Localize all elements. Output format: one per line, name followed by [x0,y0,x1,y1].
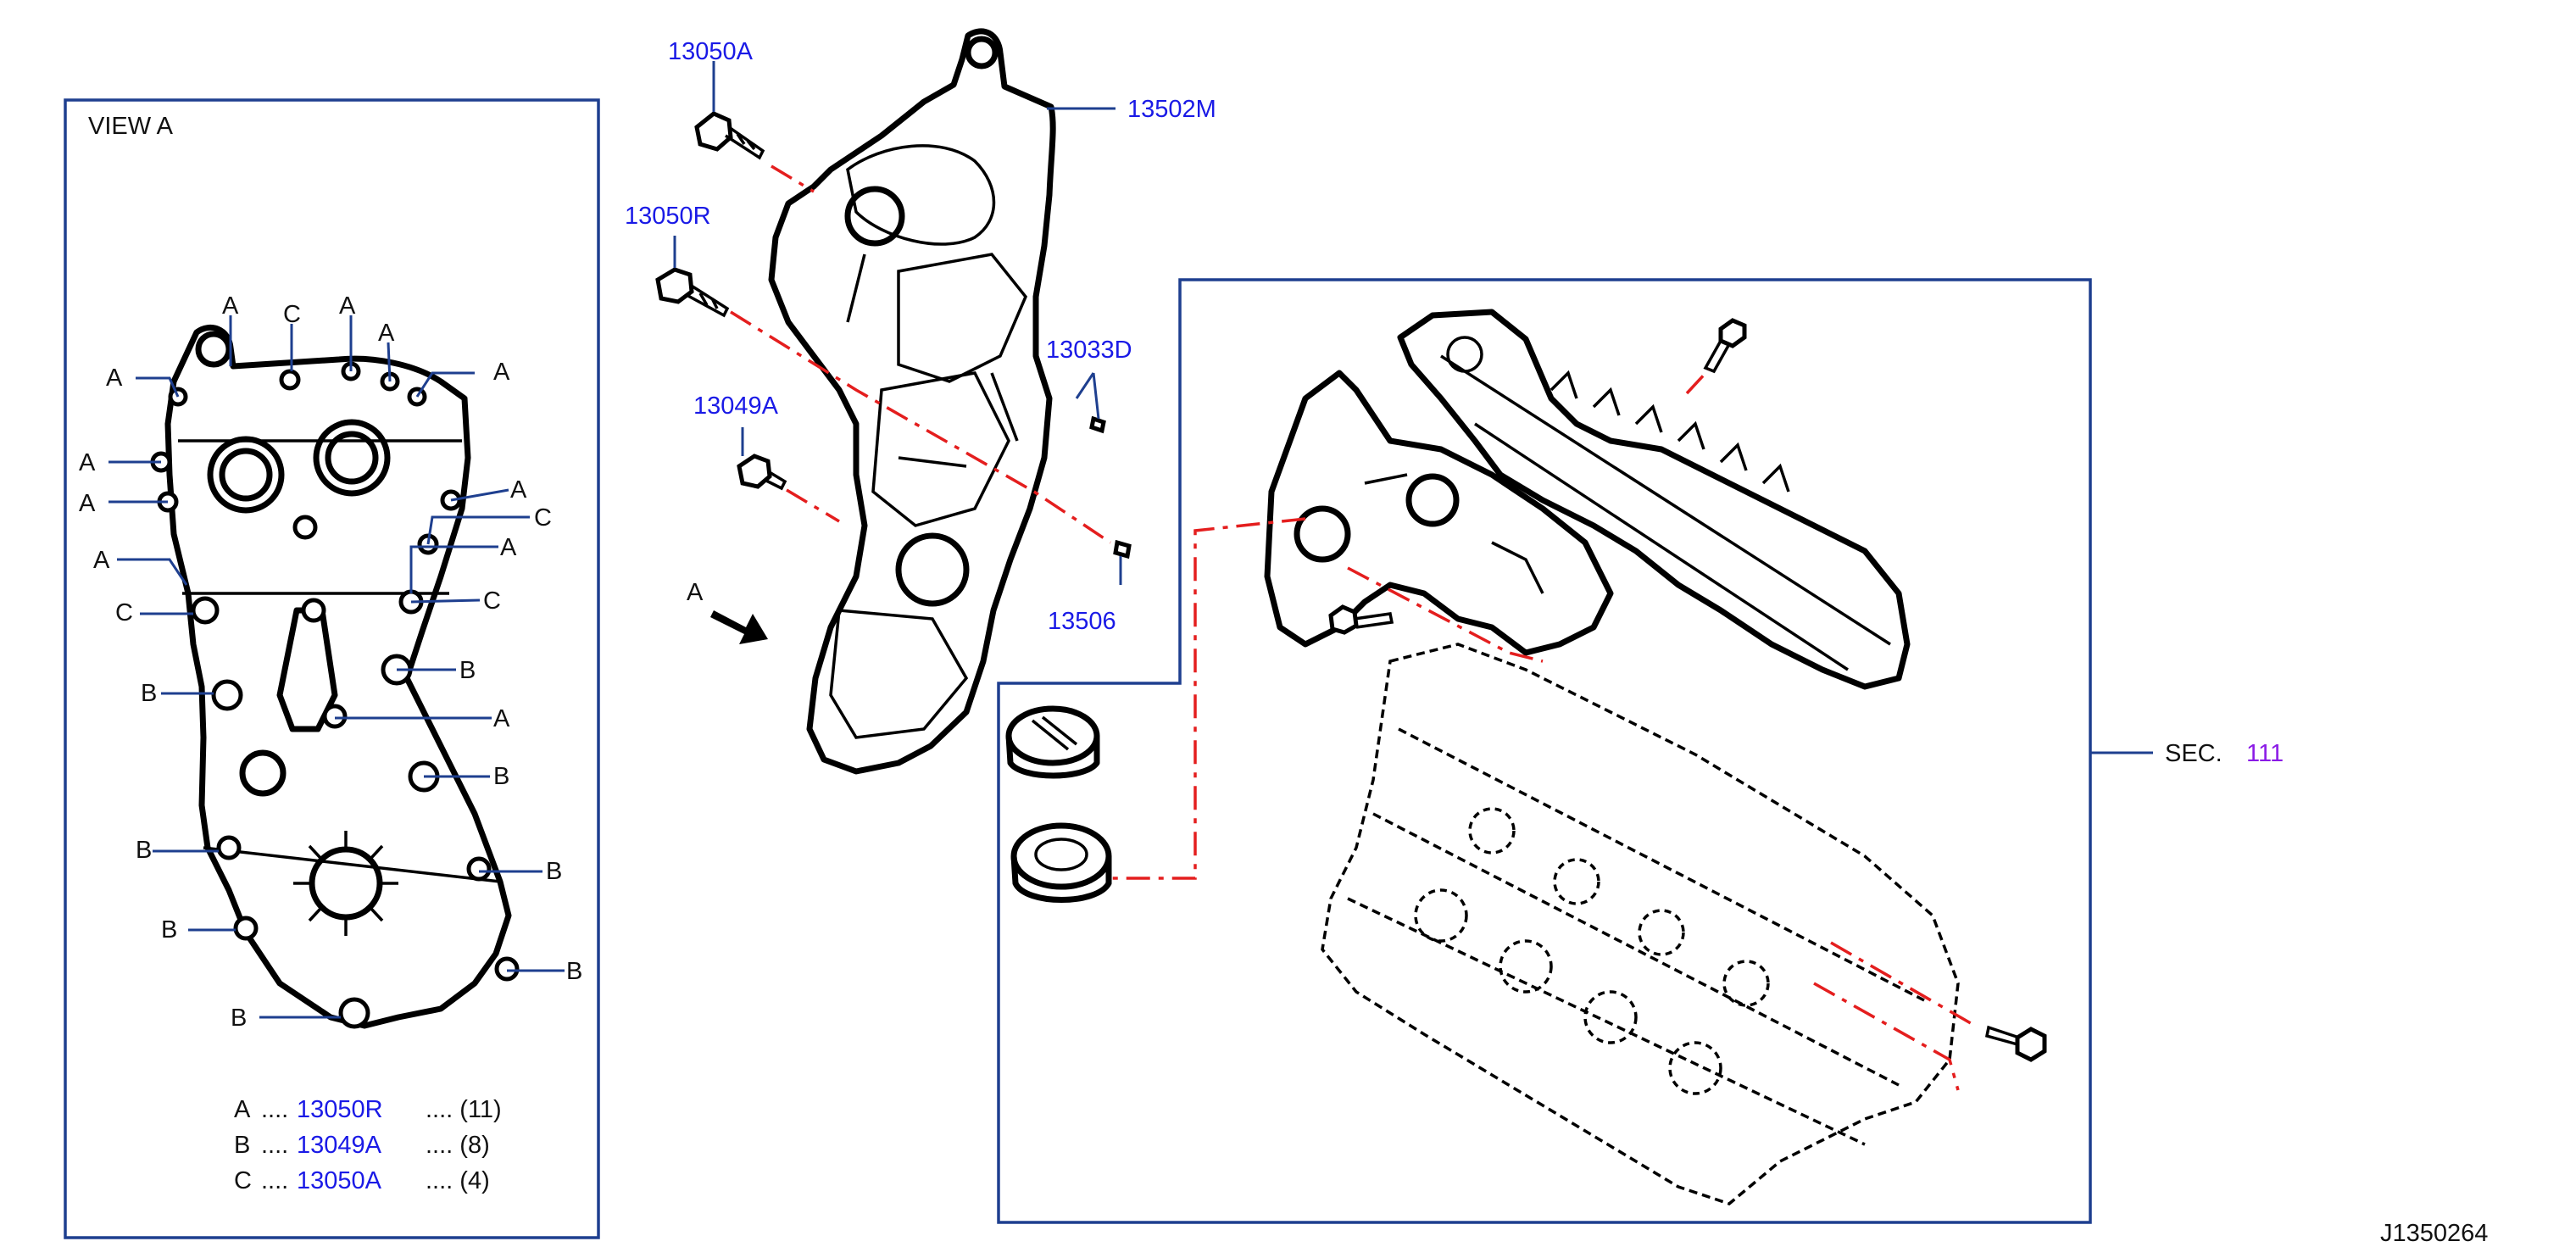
letter-a: A [222,292,239,320]
legend-letter: B [234,1132,250,1159]
letter-c: C [534,504,552,532]
legend-part-number[interactable]: 13050R [297,1096,383,1123]
letter-a: A [500,534,517,561]
dowel-13506 [1113,539,1132,559]
view-a-leader-lines [108,315,565,1019]
letter-b: B [161,916,177,944]
letter-b: B [231,1005,247,1032]
legend-row: A .... 13050R .... (11) [234,1096,502,1123]
letter-b: B [493,763,509,790]
view-a-letters: A A C A A A A A A C A A C C B B A B B B … [79,292,582,1032]
letter-b: B [546,858,562,885]
legend-dots: .... [261,1167,288,1194]
letter-c: C [283,301,301,328]
letter-b: B [141,680,157,707]
dowel-13033d [1089,415,1106,434]
view-a-frame [64,98,600,1239]
letter-a: A [79,490,96,517]
section-number-link[interactable]: 111 [2246,740,2284,767]
cylinder-head-phantom [1321,643,1960,1205]
part-number-13050a[interactable]: 13050A [668,38,754,65]
section-111-panel: SEC. 111 [997,278,2284,1224]
letter-a: A [510,476,527,504]
part-number-13502m[interactable]: 13502M [1127,96,1216,123]
bolt-front-housing [1328,604,1394,635]
legend-row: B .... 13049A .... (8) [234,1132,490,1159]
center-assembly-lines [730,164,1111,544]
timing-cover-exploded [655,28,1132,775]
section-prefix: SEC. [2165,740,2223,767]
view-a-panel: VIEW A [64,98,600,1239]
front-housing [1264,370,1614,656]
diagram-id: J1350264 [2380,1220,2488,1247]
part-number-13049a[interactable]: 13049A [693,392,779,420]
part-number-13033d[interactable]: 13033D [1046,337,1132,364]
view-a-legend: A .... 13050R .... (11) B .... 13049A ..… [234,1096,502,1194]
legend-part-number[interactable]: 13049A [297,1132,382,1159]
center-leader-lines [673,61,1122,585]
bolt-13050a [694,111,765,160]
bolt-13049a [737,454,787,491]
section-frame [997,278,2092,1224]
legend-dots: .... [261,1096,288,1123]
section-assembly-lines [1110,368,1976,1091]
legend-letter: A [234,1096,251,1123]
legend-row: C .... 13050A .... (4) [234,1167,490,1194]
legend-letter: C [234,1167,252,1194]
letter-a: A [79,449,96,476]
bolt-bosses [150,361,520,1029]
legend-quantity: .... (4) [426,1167,490,1194]
legend-quantity: .... (11) [426,1096,502,1123]
legend-quantity: .... (8) [426,1132,490,1159]
letter-b: B [459,657,476,684]
legend-part-number[interactable]: 13050A [297,1167,382,1194]
part-number-13050r[interactable]: 13050R [625,203,711,230]
letter-a: A [106,365,123,392]
view-arrow-label: A [687,579,704,606]
letter-b: B [136,837,152,864]
view-a-title: VIEW A [88,113,174,140]
letter-a: A [493,705,510,732]
letter-b: B [566,958,582,985]
letter-a: A [378,320,395,347]
letter-a: A [339,292,356,320]
center-callouts: 13050A 13502M 13050R 13033D 13049A 13506… [625,38,1216,635]
timing-cover-front-view [150,324,520,1029]
legend-dots: .... [261,1132,288,1159]
letter-a: A [93,547,110,574]
bolt-13050r [655,267,730,318]
view-a-arrow [710,610,768,644]
oil-seal-cap [1005,705,1100,779]
part-number-13506[interactable]: 13506 [1048,608,1116,635]
rocker-cover [1397,309,1911,690]
bolt-cylinder-head [1984,1025,2047,1062]
letter-c: C [483,587,501,615]
bolt-rocker-cover [1703,318,1747,374]
letter-c: C [115,599,133,626]
arrow-icon [710,610,768,644]
oil-seal-ring [1010,822,1112,903]
letter-a: A [493,359,510,386]
